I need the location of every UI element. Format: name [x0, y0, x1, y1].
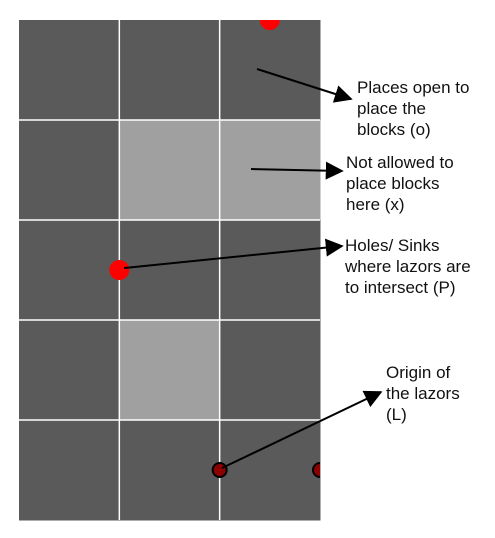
annotation-arrows — [123, 68, 383, 469]
arrow-not-allowed — [250, 161, 344, 180]
arrow-open — [256, 68, 353, 103]
open-cell — [19, 320, 120, 421]
grid-markers — [109, 20, 320, 478]
lazor-origin-marker — [211, 462, 228, 478]
open-cell — [119, 420, 221, 521]
open-cell — [219, 220, 321, 321]
blocked-cell — [119, 320, 221, 421]
open-cell — [119, 20, 221, 121]
open-cell — [219, 420, 321, 521]
grid-cells — [19, 20, 321, 521]
blocked-cell — [119, 120, 221, 221]
arrow-origin — [221, 390, 383, 469]
annotation-holes: Holes/ Sinks where lazors are to interse… — [345, 236, 471, 297]
open-cell — [219, 20, 321, 121]
hole-marker — [259, 20, 280, 30]
hole-marker — [109, 260, 130, 280]
annotation-open-places: Places open to place the blocks (o) — [357, 78, 470, 139]
open-cell — [19, 120, 120, 221]
open-cell — [219, 320, 321, 421]
open-cell — [19, 420, 120, 521]
arrow-hole — [123, 238, 344, 269]
lazor-origin-marker — [311, 462, 320, 478]
open-cell — [19, 20, 120, 121]
annotation-not-allowed: Not allowed to place blocks here (x) — [346, 153, 454, 214]
annotation-lazor-origin: Origin of the lazors (L) — [386, 363, 460, 424]
open-cell — [119, 220, 221, 321]
open-cell — [19, 220, 120, 321]
